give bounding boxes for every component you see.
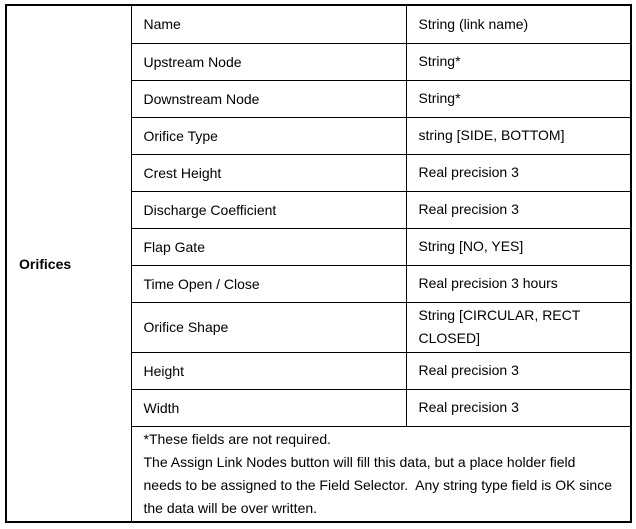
footnote-line: The Assign Link Nodes button will fill t… xyxy=(143,453,576,470)
category-cell-orifices: Orifices xyxy=(5,4,132,523)
table-row: Downstream Node String* xyxy=(6,79,632,118)
field-name-cell: Name xyxy=(130,4,407,44)
field-name-cell: Flap Gate xyxy=(130,227,407,266)
field-name-cell: Downstream Node xyxy=(130,79,407,118)
field-name-cell: Orifice Shape xyxy=(130,301,407,353)
field-type-cell: Real precision 3 xyxy=(405,388,632,427)
table-row: Crest Height Real precision 3 xyxy=(6,153,632,192)
footnote-line: the data will be over written. xyxy=(143,499,318,516)
field-type-cell: String [CIRCULAR, RECT CLOSED] xyxy=(405,301,632,353)
field-type-cell: Real precision 3 hours xyxy=(405,264,632,303)
field-type-cell: String* xyxy=(405,42,632,81)
footnote-line: needs to be assigned to the Field Select… xyxy=(143,476,613,493)
field-type-cell: Real precision 3 xyxy=(405,351,632,390)
field-name-cell: Orifice Type xyxy=(130,116,407,155)
table-row-footnote: *These fields are not required. The Assi… xyxy=(6,425,632,523)
field-name-cell: Upstream Node xyxy=(130,42,407,81)
field-name-cell: Height xyxy=(130,351,407,390)
field-name-cell: Width xyxy=(130,388,407,427)
field-type-cell: String (link name) xyxy=(405,4,632,44)
table-row: Orifice Shape String [CIRCULAR, RECT CLO… xyxy=(6,301,632,353)
field-type-cell: String* xyxy=(405,79,632,118)
table-row: Width Real precision 3 xyxy=(6,388,632,427)
table-row: Flap Gate String [NO, YES] xyxy=(6,227,632,266)
footnote-cell: *These fields are not required. The Assi… xyxy=(130,425,632,523)
field-name-cell: Time Open / Close xyxy=(130,264,407,303)
footnote-line: *These fields are not required. xyxy=(143,430,332,447)
table-row: Time Open / Close Real precision 3 hours xyxy=(6,264,632,303)
field-name-cell: Crest Height xyxy=(130,153,407,192)
table-row: Orifices Name String (link name) xyxy=(5,4,632,523)
field-type-cell: Real precision 3 xyxy=(405,153,632,192)
table-row: Upstream Node String* xyxy=(6,42,632,81)
field-type-cell: String [NO, YES] xyxy=(405,227,632,266)
orifices-field-table: Orifices Name String (link name) Upstrea… xyxy=(5,4,632,523)
field-type-cell: Real precision 3 xyxy=(405,190,632,229)
field-type-cell: string [SIDE, BOTTOM] xyxy=(405,116,632,155)
table-row: Discharge Coefficient Real precision 3 xyxy=(6,190,632,229)
field-name-cell: Discharge Coefficient xyxy=(130,190,407,229)
table-row: Orifice Type string [SIDE, BOTTOM] xyxy=(6,116,632,155)
